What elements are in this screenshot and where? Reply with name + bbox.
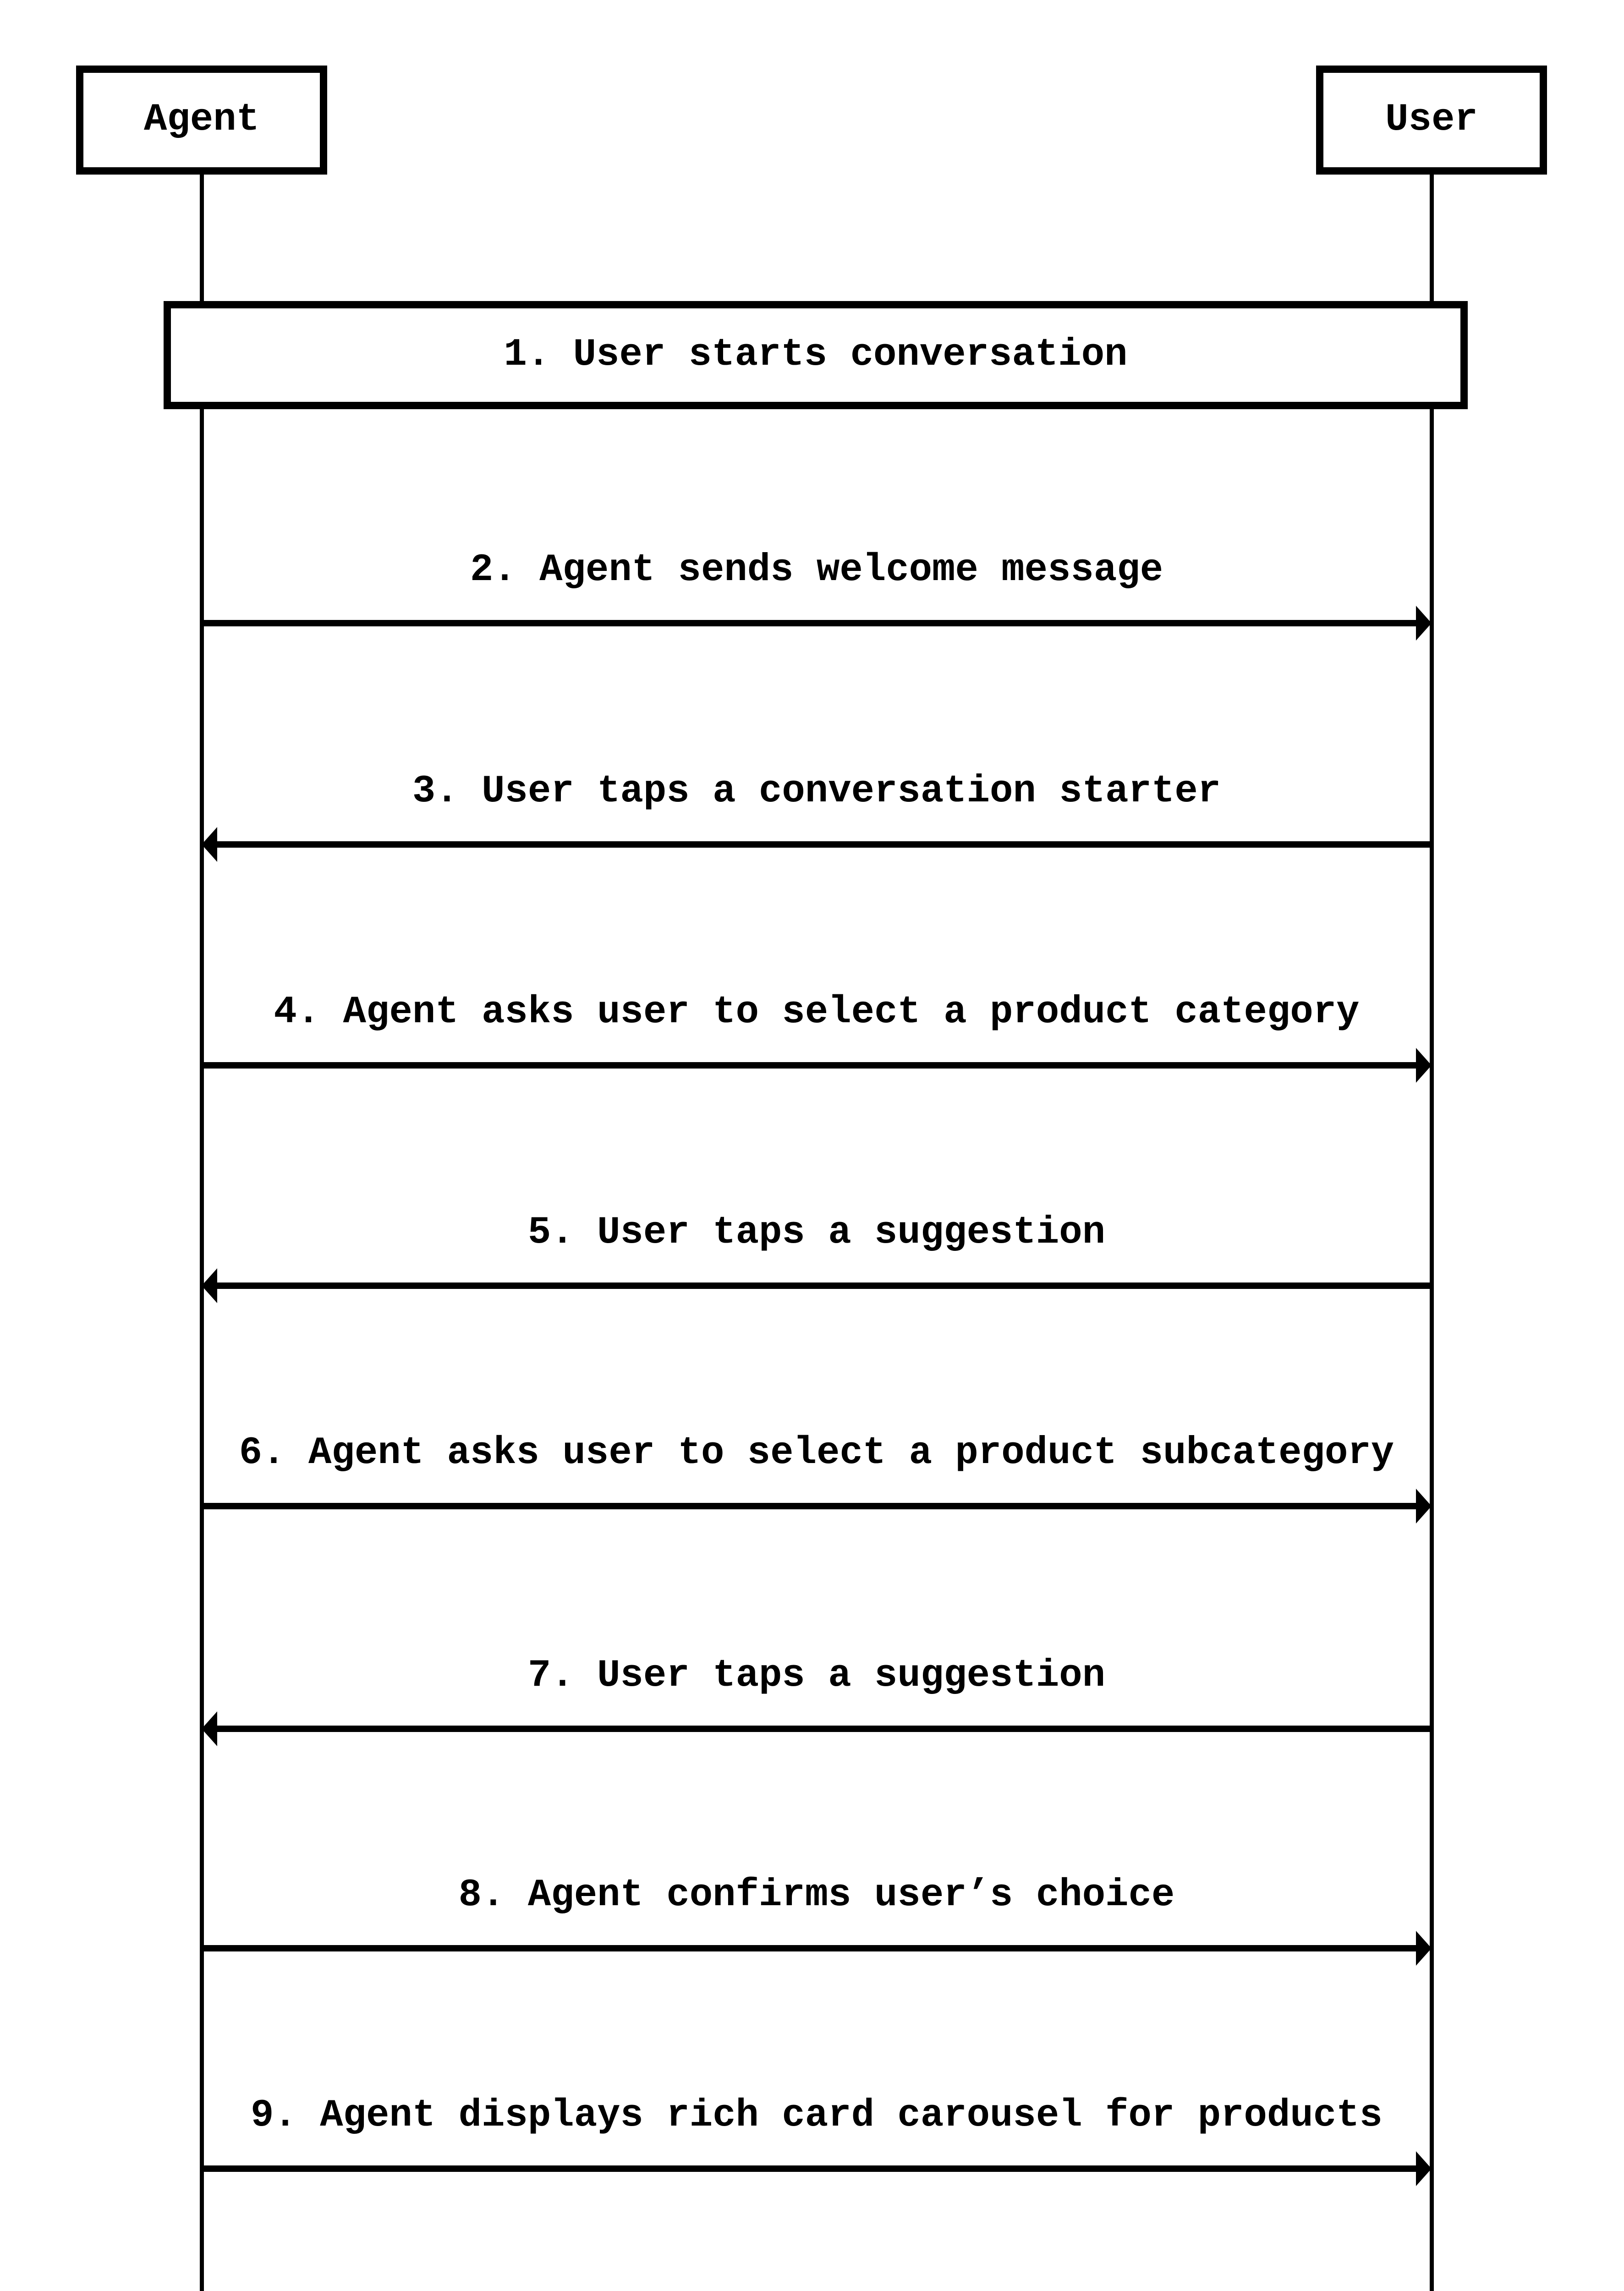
arrowhead-right-icon xyxy=(1416,1048,1432,1083)
note-label: 1. User starts conversation xyxy=(504,333,1128,377)
arrowhead-left-icon xyxy=(202,1268,217,1303)
arrowhead-right-icon xyxy=(1416,2151,1432,2186)
arrowhead-left-icon xyxy=(202,827,217,862)
message-arrow-line xyxy=(202,1945,1419,1951)
actor-box-user-top: User xyxy=(1316,66,1547,175)
arrowhead-right-icon xyxy=(1416,606,1432,641)
lifeline-user xyxy=(1430,175,1434,2291)
message-arrow-line xyxy=(216,1726,1432,1732)
message-label: 3. User taps a conversation starter xyxy=(412,770,1221,813)
message-arrow-line xyxy=(202,1062,1419,1069)
lifeline-agent xyxy=(200,175,204,2291)
message-label: 5. User taps a suggestion xyxy=(527,1211,1106,1255)
message-arrow-line xyxy=(216,1283,1432,1289)
arrowhead-left-icon xyxy=(202,1711,217,1746)
actor-label-user-top: User xyxy=(1385,98,1478,142)
message-label: 7. User taps a suggestion xyxy=(527,1654,1106,1698)
message-label: 8. Agent confirms user’s choice xyxy=(458,1874,1175,1917)
message-label: 9. Agent displays rich card carousel for… xyxy=(250,2094,1383,2138)
message-label: 6. Agent asks user to select a product s… xyxy=(239,1431,1394,1475)
arrowhead-right-icon xyxy=(1416,1489,1432,1524)
message-arrow-line xyxy=(216,841,1432,848)
actor-label-agent-top: Agent xyxy=(143,98,260,142)
message-arrow-line xyxy=(202,2165,1419,2172)
message-label: 4. Agent asks user to select a product c… xyxy=(274,991,1360,1034)
actor-box-agent-top: Agent xyxy=(76,66,327,175)
message-arrow-line xyxy=(202,1503,1419,1509)
arrowhead-right-icon xyxy=(1416,1931,1432,1966)
note-box-user-starts-conversation: 1. User starts conversation xyxy=(164,301,1468,409)
message-label: 2. Agent sends welcome message xyxy=(470,548,1163,592)
message-arrow-line xyxy=(202,620,1419,626)
